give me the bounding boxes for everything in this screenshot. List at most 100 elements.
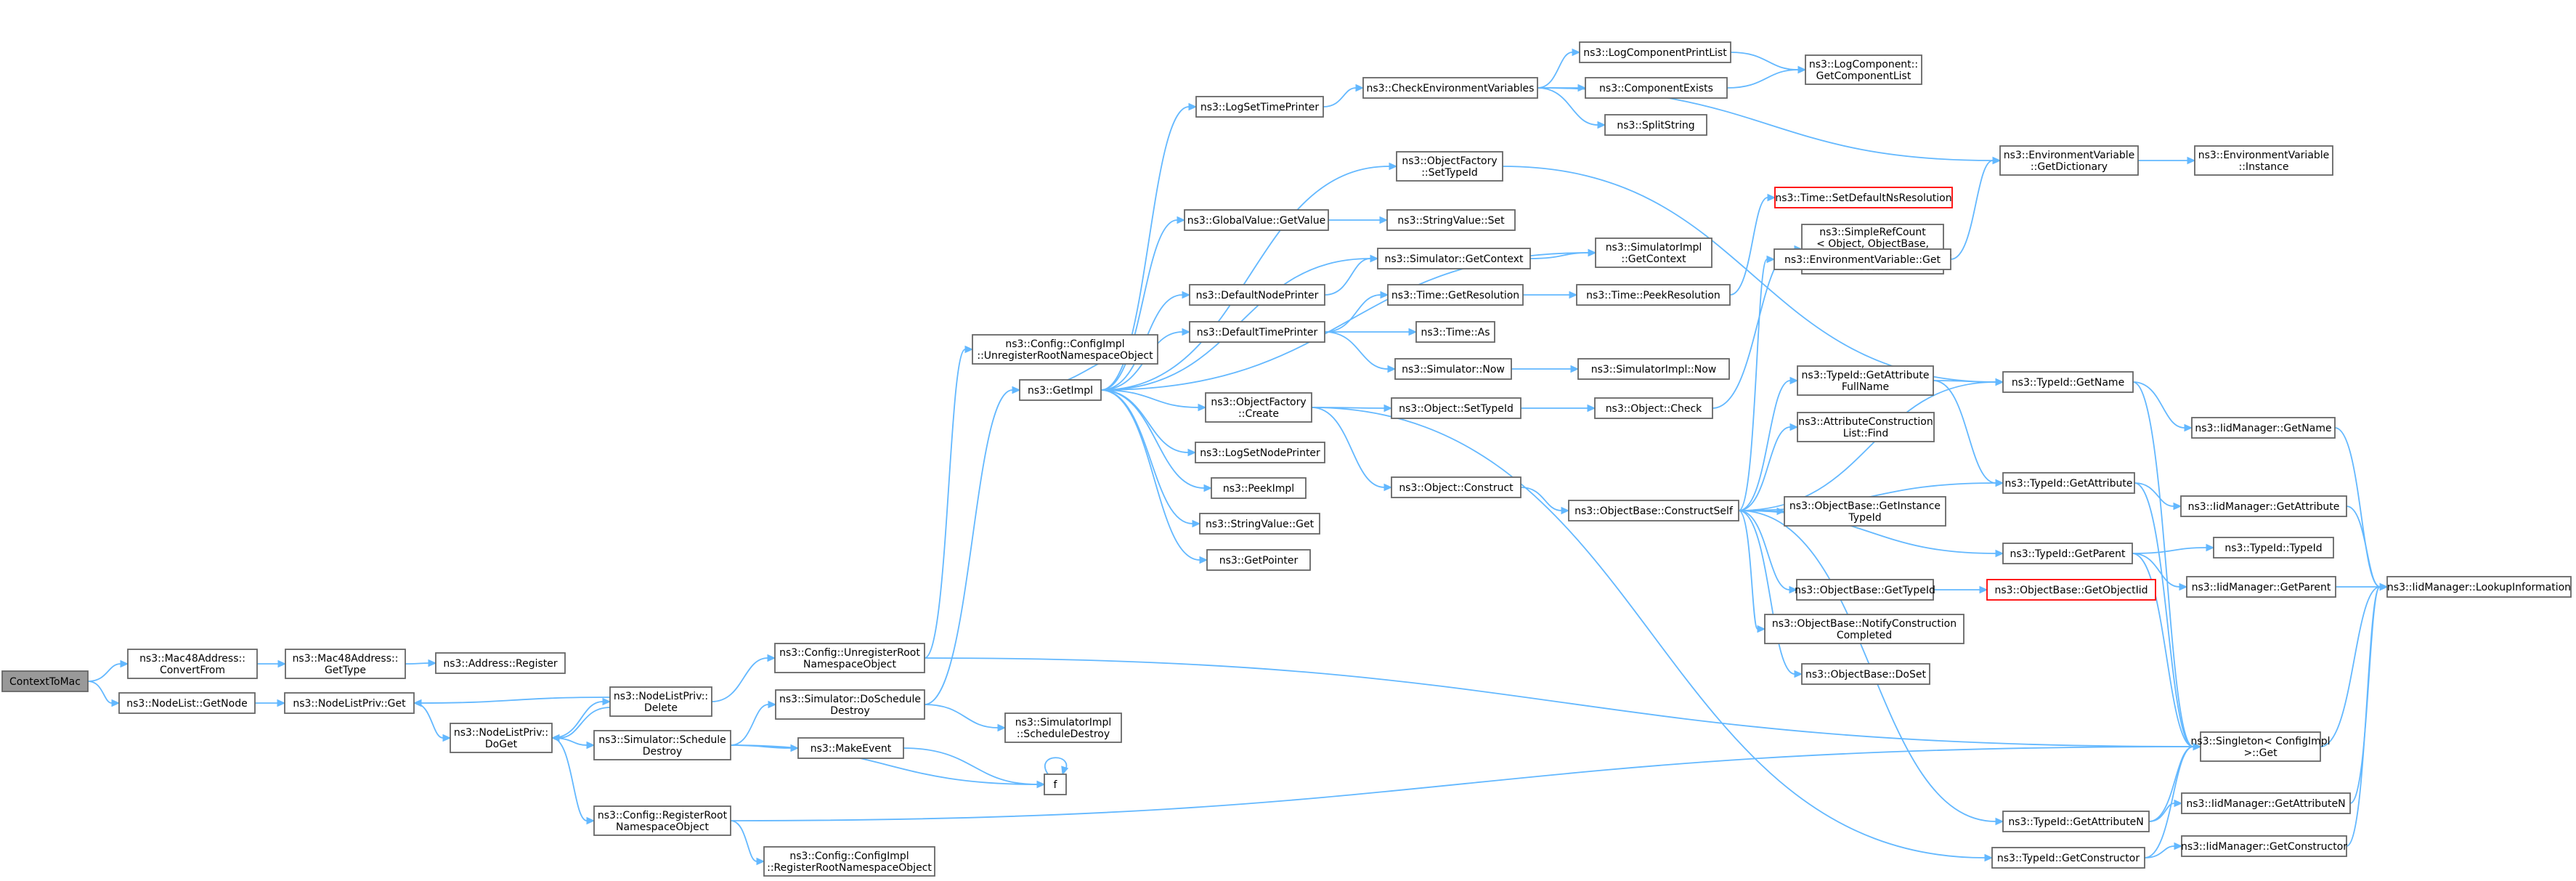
graph-node-n24[interactable]: ns3::PeekImpl: [1211, 477, 1307, 499]
edge-n59-to-n67: [2148, 799, 2183, 822]
edge-arrowhead: [1370, 254, 1379, 263]
graph-node-n36[interactable]: ns3::LogComponentPrintList: [1579, 41, 1731, 63]
graph-node-n47[interactable]: ns3::EnvironmentVariable::Get: [1773, 248, 1951, 270]
graph-node-n18[interactable]: ns3::LogSetTimePrinter: [1195, 96, 1324, 118]
call-graph-nodes: ContextToMac ns3::Mac48Address::ConvertFr…: [1, 41, 2572, 877]
graph-node-n20[interactable]: ns3::DefaultNodePrinter: [1189, 284, 1325, 306]
graph-node-n38[interactable]: ns3::SplitString: [1604, 114, 1707, 136]
node-box: [1797, 412, 1935, 442]
node-box: [1377, 248, 1531, 269]
graph-node-n22[interactable]: ns3::ObjectFactory::Create: [1205, 392, 1312, 423]
graph-node-n66[interactable]: ns3::Singleton< ConfigImpl>::Get: [2190, 731, 2331, 762]
graph-node-n28[interactable]: ns3::ObjectFactory::SetTypeId: [1396, 151, 1503, 182]
graph-node-n65[interactable]: ns3::IidManager::GetParent: [2186, 576, 2336, 598]
graph-node-n37[interactable]: ns3::ComponentExists: [1585, 77, 1728, 99]
graph-node-n68[interactable]: ns3::IidManager::GetConstructor: [2181, 835, 2347, 857]
node-label: ns3::Config::UnregisterRoot: [779, 647, 920, 659]
node-label: ns3::Time::SetDefaultNsResolution: [1775, 192, 1951, 204]
graph-node-n12[interactable]: ns3::Config::ConfigImpl::UnregisterRootN…: [972, 334, 1158, 365]
edge-n42-to-n46: [1712, 245, 1803, 409]
graph-node-n10[interactable]: ns3::Config::ConfigImpl::RegisterRootNam…: [763, 846, 935, 877]
graph-node-n39[interactable]: ns3::SimulatorImpl::GetContext: [1595, 237, 1712, 268]
graph-node-n53[interactable]: ns3::ObjectBase::DoSet: [1801, 663, 1930, 685]
graph-node-n64[interactable]: ns3::TypeId::TypeId: [2213, 537, 2334, 559]
edge-line: [2132, 547, 2207, 554]
graph-node-n59[interactable]: ns3::TypeId::GetAttributeN: [2002, 811, 2150, 832]
graph-node-n27[interactable]: ns3::CheckEnvironmentVariables: [1362, 77, 1538, 99]
graph-node-n8[interactable]: ns3::Simulator::ScheduleDestroy: [593, 730, 731, 760]
graph-node-n21[interactable]: ns3::DefaultTimePrinter: [1189, 321, 1325, 343]
graph-node-n35[interactable]: ns3::Object::Construct: [1391, 476, 1521, 498]
graph-node-n51[interactable]: ns3::ObjectBase::GetTypeId: [1795, 579, 1935, 601]
graph-node-n43[interactable]: ns3::ObjectBase::ConstructSelf: [1568, 500, 1739, 521]
graph-node-n11[interactable]: ns3::Config::UnregisterRootNamespaceObje…: [774, 643, 925, 673]
graph-node-n29[interactable]: ns3::StringValue::Set: [1386, 209, 1516, 231]
edge-line: [2134, 482, 2194, 747]
graph-node-n15[interactable]: ns3::MakeEvent: [797, 737, 904, 759]
graph-node-n14[interactable]: ns3::SimulatorImpl::ScheduleDestroy: [1004, 712, 1122, 743]
graph-node-n58[interactable]: ns3::TypeId::GetParent: [2002, 543, 2133, 564]
edge-line: [1100, 389, 1205, 489]
graph-node-n54[interactable]: ns3::ObjectBase::GetObjectIid: [1986, 579, 2156, 601]
edge-line: [1100, 219, 1178, 391]
graph-node-n40[interactable]: ns3::Time::PeekResolution: [1576, 284, 1731, 306]
edge-line: [730, 820, 757, 862]
graph-node-n57[interactable]: ns3::TypeId::GetAttribute: [2002, 472, 2135, 494]
graph-node-n32[interactable]: ns3::Time::As: [1415, 321, 1495, 343]
edge-line: [1537, 87, 1598, 126]
edge-n17-to-n19: [1100, 216, 1186, 391]
graph-node-n42[interactable]: ns3::Object::Check: [1594, 397, 1713, 419]
graph-node-n1[interactable]: ns3::Mac48Address::ConvertFrom: [127, 649, 258, 679]
graph-node-n34[interactable]: ns3::Object::SetTypeId: [1391, 397, 1521, 419]
graph-node-n45[interactable]: ns3::Time::SetDefaultNsResolution: [1774, 187, 1953, 208]
node-label: ns3::SimulatorImpl: [1015, 717, 1112, 728]
node-box: [2386, 576, 2572, 598]
graph-node-n62[interactable]: ns3::IidManager::GetName: [2191, 417, 2336, 439]
edge-arrowhead: [1379, 216, 1389, 224]
graph-node-n56[interactable]: ns3::TypeId::GetName: [2002, 371, 2134, 393]
graph-node-n44[interactable]: ns3::LogComponent::GetComponentList: [1805, 54, 1922, 85]
graph-node-n2[interactable]: ns3::NodeList::GetNode: [118, 692, 256, 714]
graph-node-n61[interactable]: ns3::EnvironmentVariable::Instance: [2194, 145, 2333, 176]
node-label: ::ScheduleDestroy: [1017, 728, 1110, 740]
graph-node-n31[interactable]: ns3::Time::GetResolution: [1387, 284, 1524, 306]
graph-node-n55[interactable]: ns3::EnvironmentVariable::GetDictionary: [1999, 145, 2139, 176]
graph-node-n30[interactable]: ns3::Simulator::GetContext: [1377, 248, 1531, 269]
edge-n2-to-n5: [254, 699, 286, 707]
graph-node-n7[interactable]: ns3::NodeListPriv::Delete: [609, 686, 712, 717]
graph-node-n17[interactable]: ns3::GetImpl: [1019, 379, 1102, 401]
edge-arrowhead: [428, 659, 437, 667]
graph-node-n60[interactable]: ns3::TypeId::GetConstructor: [1991, 847, 2145, 869]
graph-node-n63[interactable]: ns3::IidManager::GetAttribute: [2180, 495, 2347, 517]
edge-arrowhead: [1561, 506, 1570, 515]
node-box: [2186, 576, 2336, 598]
graph-node-n0[interactable]: ContextToMac: [1, 670, 89, 692]
graph-node-n33[interactable]: ns3::Simulator::Now: [1394, 358, 1512, 380]
edge-line: [413, 702, 444, 739]
graph-node-n9[interactable]: ns3::Config::RegisterRootNamespaceObject: [593, 805, 731, 836]
graph-node-n4[interactable]: ns3::Address::Register: [435, 652, 566, 674]
edge-n63-to-n69: [2346, 506, 2389, 591]
graph-node-n41[interactable]: ns3::SimulatorImpl::Now: [1577, 358, 1730, 380]
graph-node-n52[interactable]: ns3::ObjectBase::NotifyConstructionCompl…: [1764, 614, 1964, 644]
graph-node-n67[interactable]: ns3::IidManager::GetAttributeN: [2181, 792, 2351, 814]
edge-arrowhead: [1577, 84, 1587, 92]
graph-node-n3[interactable]: ns3::Mac48Address::GetType: [285, 649, 406, 679]
node-label: ns3::Object::Check: [1606, 403, 1702, 415]
graph-node-n16[interactable]: f: [1044, 774, 1067, 795]
node-box: [1999, 145, 2139, 176]
node-box: [284, 692, 415, 714]
node-label: ns3::Time::PeekResolution: [1586, 290, 1720, 301]
graph-node-n23[interactable]: ns3::LogSetNodePrinter: [1195, 442, 1325, 463]
graph-node-n69[interactable]: ns3::IidManager::LookupInformation: [2386, 576, 2572, 598]
graph-node-n25[interactable]: ns3::StringValue::Get: [1199, 513, 1320, 535]
graph-node-n5[interactable]: ns3::NodeListPriv::Get: [284, 692, 415, 714]
graph-node-n26[interactable]: ns3::GetPointer: [1206, 549, 1311, 571]
graph-node-n19[interactable]: ns3::GlobalValue::GetValue: [1184, 209, 1329, 231]
graph-node-n6[interactable]: ns3::NodeListPriv::DoGet: [450, 723, 553, 753]
